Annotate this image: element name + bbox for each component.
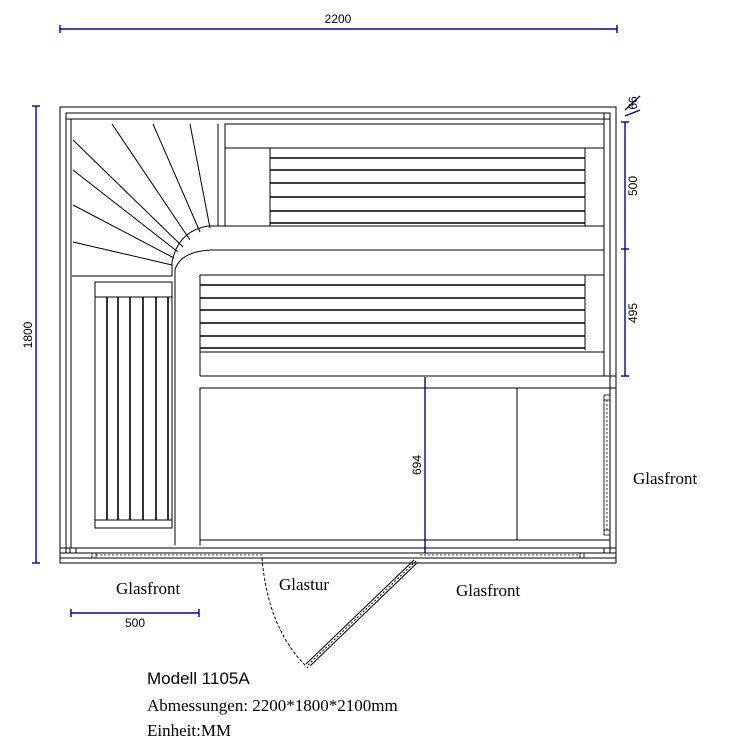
dim-upper-bench: 500 [626,176,640,196]
label-glass-front-right: Glasfront [456,581,520,600]
unit-line: Einheit:MM [147,721,232,740]
sauna-outline [59,106,617,564]
dim-height-total: 1800 [21,321,35,348]
dim-lower-bench: 495 [626,303,640,323]
label-glass-door: Glastur [279,575,329,594]
glass-side-panel [603,394,611,536]
dimension-lines [32,25,641,617]
model-title: Modell 1105A [147,669,250,688]
dim-glass-section: 500 [125,616,145,630]
label-glass-front-left: Glasfront [116,579,180,598]
dim-inner-depth: 694 [410,455,424,475]
dim-width-total: 2200 [325,12,352,26]
glass-door-swing [261,557,419,669]
size-line: Abmessungen: 2200*1800*2100mm [147,696,398,715]
dim-top-strip: 66 [626,96,640,110]
label-glass-front-side: Glasfront [633,469,697,488]
glass-front-panels [91,552,585,559]
